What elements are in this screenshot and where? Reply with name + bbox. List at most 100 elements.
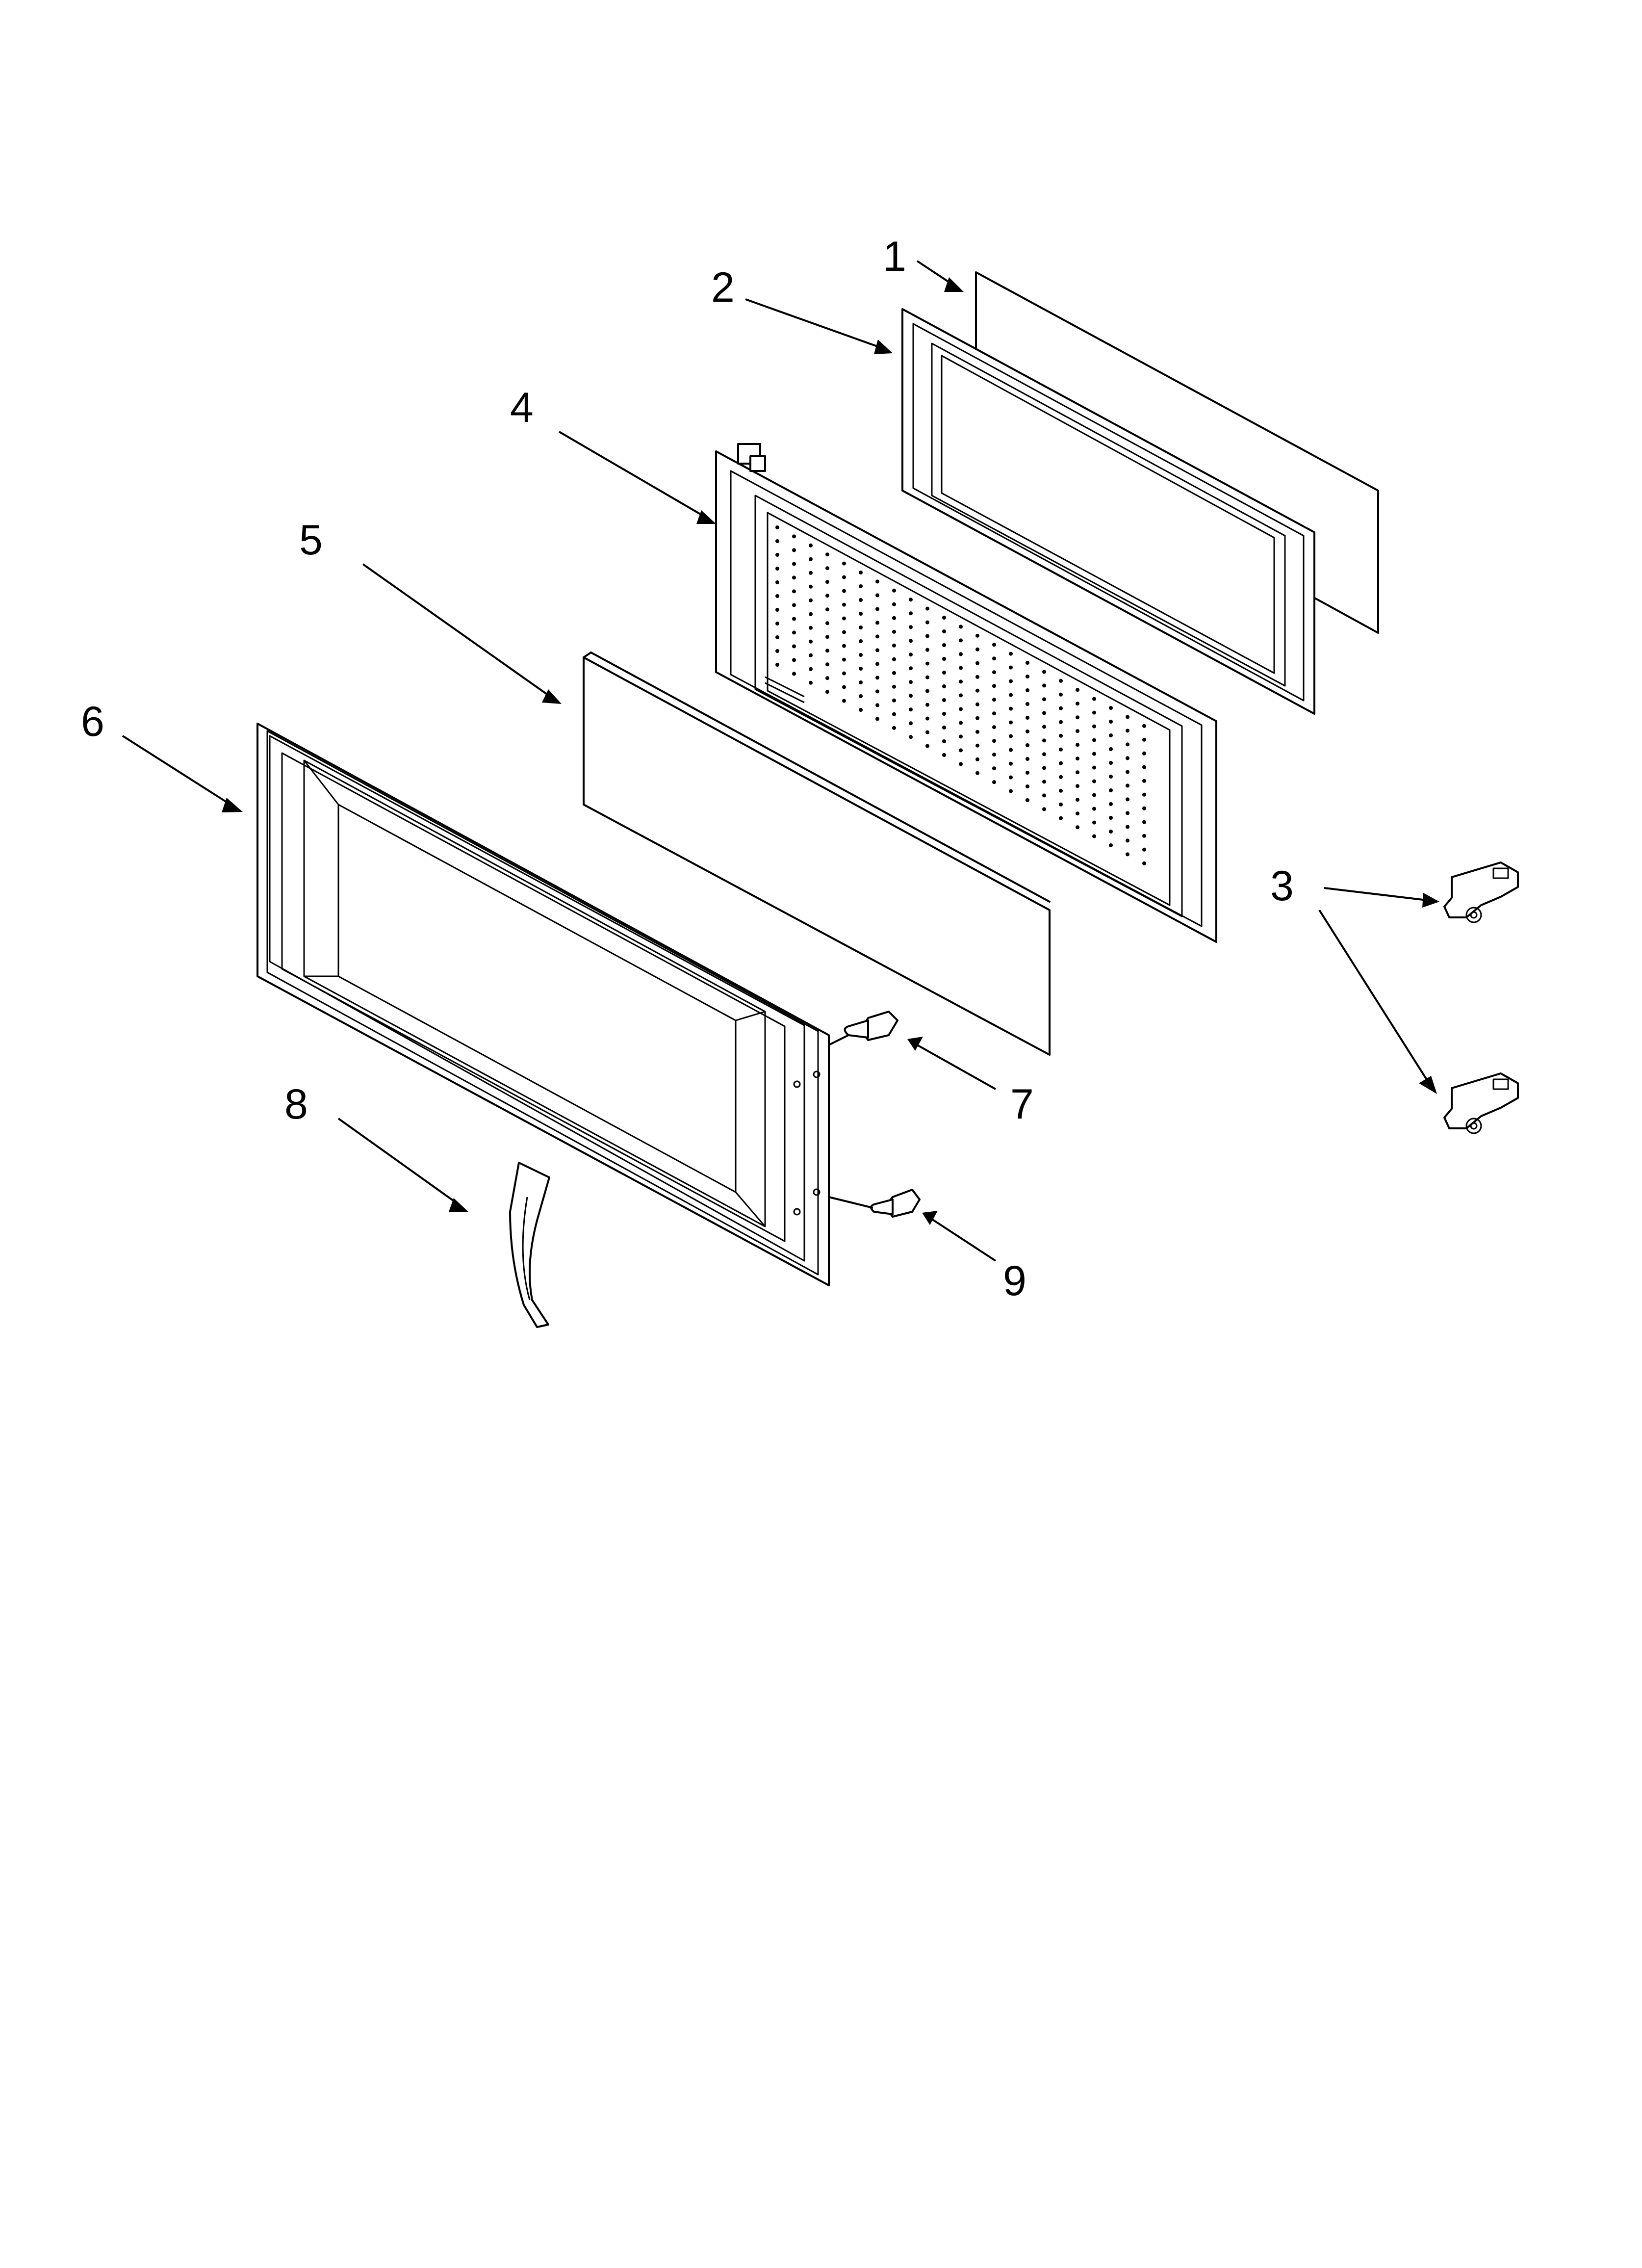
perforation-dot (992, 739, 996, 743)
perforation-dot (1009, 693, 1013, 697)
perforation-dot (1092, 820, 1096, 825)
perforation-dot (1126, 797, 1129, 802)
perforation-dot (975, 730, 979, 734)
perforation-dot (1076, 811, 1079, 816)
perforation-dot (992, 766, 996, 771)
perforation-dot (775, 567, 779, 571)
perforation-dot (825, 580, 829, 584)
perforation-dot (1009, 748, 1013, 752)
perforation-dot (1109, 802, 1113, 806)
perforation-dot (1009, 775, 1013, 780)
perforation-dot (925, 661, 929, 666)
perforation-dot (1142, 751, 1146, 756)
perforation-dot (909, 598, 913, 602)
perforation-dot (775, 649, 779, 653)
perforation-dot (1009, 734, 1013, 738)
perforation-dot (1026, 702, 1029, 706)
perforation-dot (809, 653, 813, 657)
perforation-dot (892, 629, 896, 634)
perforation-dot (859, 626, 863, 629)
perforation-dot (842, 657, 846, 662)
perforation-dot (909, 707, 913, 712)
perforation-dot (1042, 725, 1046, 729)
callout-8: 7 (1010, 1081, 1034, 1128)
perforation-dot (875, 634, 879, 639)
perforation-dot (825, 552, 829, 557)
perforation-dot (959, 652, 963, 656)
perforation-dot (1142, 834, 1146, 838)
perforation-dot (1059, 678, 1063, 683)
perforation-dot (1142, 847, 1146, 852)
perforation-dot (942, 643, 946, 647)
part-6-door-frame (257, 723, 830, 1286)
perforation-dot (992, 725, 996, 730)
perforation-dot (959, 666, 963, 670)
perforation-dot (1092, 779, 1096, 783)
perforation-dot (842, 630, 846, 634)
perforation-dot (1076, 729, 1079, 733)
perforation-dot (792, 589, 796, 594)
perforation-dot (1092, 765, 1096, 770)
perforation-dot (1026, 771, 1029, 775)
perforation-dot (1009, 652, 1013, 656)
perforation-dot (842, 561, 846, 566)
perforation-dot (892, 616, 896, 620)
perforation-dot (942, 698, 946, 702)
perforation-dot (1026, 730, 1029, 733)
perforation-dot (1142, 737, 1146, 742)
perforation-dot (942, 671, 946, 675)
perforation-dot (825, 607, 829, 612)
perforation-dot (809, 667, 813, 671)
perforation-dot (892, 684, 896, 689)
perforation-dot (1076, 770, 1079, 775)
perforation-dot (775, 553, 779, 557)
perforation-dot (842, 616, 846, 621)
perforation-dot (875, 676, 879, 680)
perforation-dot (892, 698, 896, 703)
perforation-dot (942, 684, 946, 688)
perforation-dot (1059, 733, 1063, 738)
perforation-dot (775, 622, 779, 626)
perforation-dot (925, 744, 929, 748)
perforation-dot (959, 734, 963, 739)
part-9-screw (828, 1189, 921, 1218)
perforation-dot (1026, 798, 1029, 802)
perforation-dot (942, 753, 946, 757)
perforation-dot (925, 634, 929, 638)
perforation-dot (859, 653, 863, 657)
perforation-dot (1042, 780, 1046, 784)
perforation-dot (825, 594, 829, 598)
callout-9: 9 (1003, 1257, 1026, 1304)
perforation-dot (859, 598, 863, 602)
perforation-dot (942, 657, 946, 661)
perforation-dot (825, 635, 829, 639)
perforation-dot (1142, 779, 1146, 783)
perforation-dot (792, 630, 796, 635)
perforation-dot (859, 694, 863, 698)
perforation-dot (792, 658, 796, 662)
perforation-dot (892, 671, 896, 675)
perforation-dot (775, 525, 779, 529)
perforation-dot (875, 607, 879, 611)
perforation-dot (809, 543, 813, 547)
perforation-dot (909, 721, 913, 726)
perforation-dot (775, 663, 779, 667)
callout-labels: 1 2 4 5 6 3 7 8 9 (81, 233, 1294, 1304)
perforation-dot (842, 699, 846, 703)
perforation-dot (959, 707, 963, 711)
perforation-dot (792, 644, 796, 649)
perforation-dot (959, 693, 963, 698)
perforation-dot (875, 579, 879, 584)
perforation-dot (975, 661, 979, 665)
perforation-dot (1142, 861, 1146, 865)
perforation-pattern (775, 525, 1146, 865)
perforation-dot (1009, 720, 1013, 725)
perforation-dot (1092, 834, 1096, 838)
callout-5: 5 (299, 517, 323, 564)
perforation-dot (892, 657, 896, 661)
perforation-dot (842, 575, 846, 579)
perforation-dot (1076, 715, 1079, 720)
callout-4: 4 (510, 384, 534, 431)
perforation-dot (809, 557, 813, 561)
perforation-dot (792, 672, 796, 676)
